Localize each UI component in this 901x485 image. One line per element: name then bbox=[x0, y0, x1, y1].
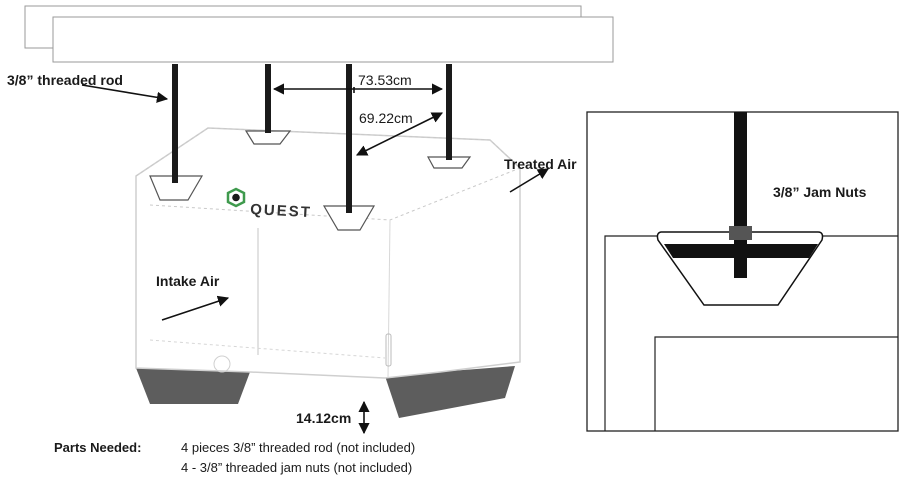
treated-air-arrow bbox=[509, 168, 549, 193]
unit-handle bbox=[385, 333, 392, 367]
intake-air-label: Intake Air bbox=[156, 273, 220, 289]
unit-foot-left bbox=[136, 368, 250, 404]
unit-foot-right bbox=[385, 366, 515, 418]
depth-dimension-label: 69.22cm bbox=[359, 110, 413, 126]
threaded-rod-label: 3/8” threaded rod bbox=[7, 72, 123, 88]
clearance-dimension-label: 14.12cm bbox=[296, 410, 352, 426]
ceiling-beams bbox=[24, 5, 614, 63]
quest-logo: QUEST bbox=[226, 187, 312, 221]
depth-dimension-line bbox=[355, 112, 444, 156]
jam-nut-detail bbox=[586, 111, 899, 432]
bracket-front-right bbox=[322, 205, 376, 231]
rod-label-arrow bbox=[81, 84, 169, 103]
detail-jam-nut bbox=[729, 226, 752, 240]
parts-item-rod: 4 pieces 3/8” threaded rod (not included… bbox=[181, 440, 416, 455]
detail-rod bbox=[734, 112, 747, 278]
treated-air-label: Treated Air bbox=[504, 156, 577, 172]
bracket-back-left bbox=[244, 130, 292, 145]
dimension-lines bbox=[272, 83, 444, 435]
parts-needed-heading: Parts Needed: bbox=[54, 440, 142, 455]
intake-air-arrow bbox=[161, 295, 230, 321]
parts-item-jam-nuts: 4 - 3/8” threaded jam nuts (not included… bbox=[181, 460, 413, 475]
jam-nuts-label: 3/8” Jam Nuts bbox=[773, 184, 867, 200]
brand-text: QUEST bbox=[250, 201, 312, 221]
width-dimension-label: 73.53cm bbox=[358, 72, 412, 88]
bracket-front-left bbox=[149, 175, 204, 201]
bracket-back-right bbox=[426, 156, 472, 169]
